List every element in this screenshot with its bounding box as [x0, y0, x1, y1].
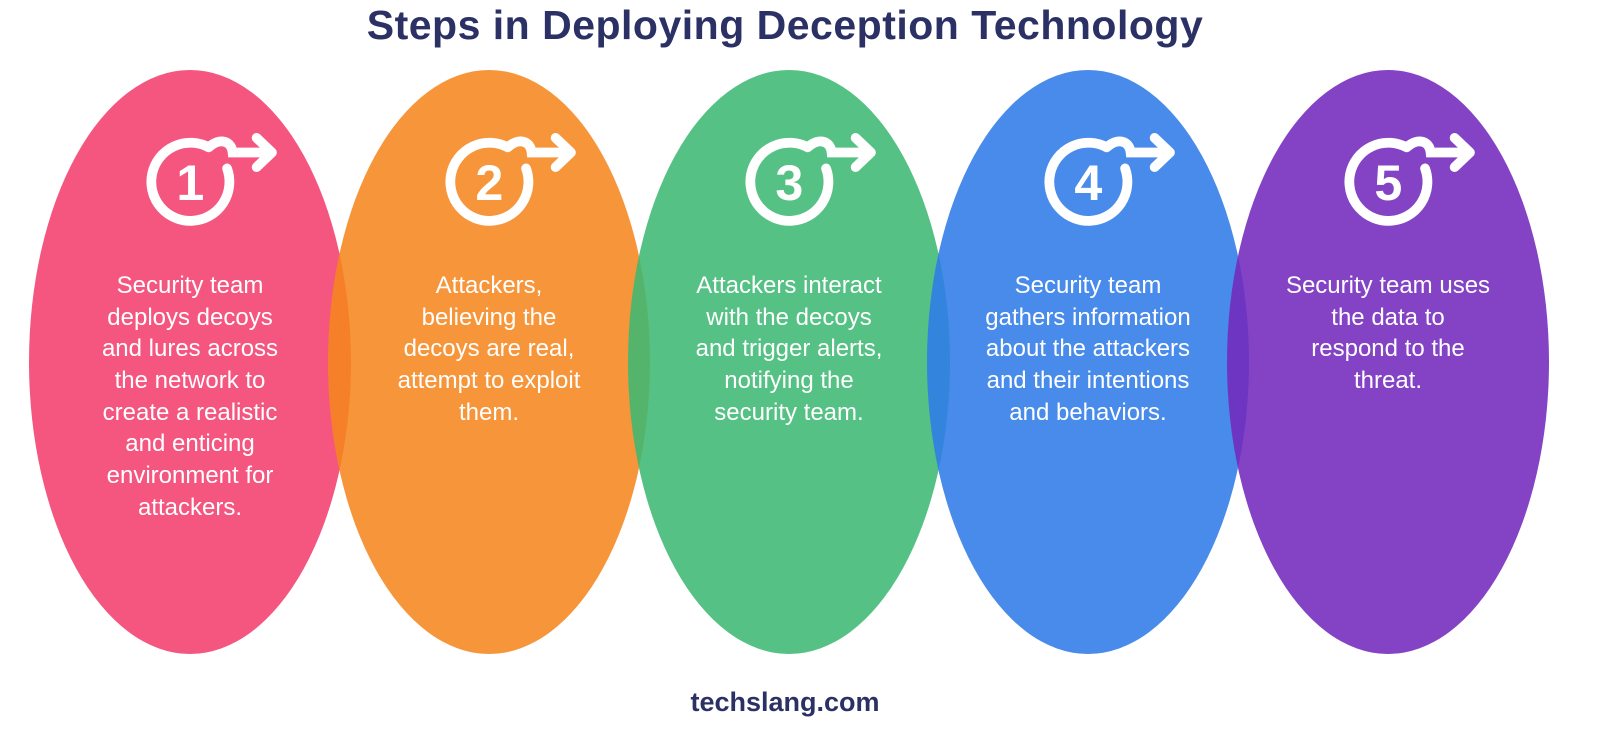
step-number: 5 [1374, 155, 1402, 211]
step-3-description: Attackers interact with the decoys and t… [695, 272, 883, 426]
arrow-head [1149, 132, 1175, 173]
arrow-shaft [803, 136, 871, 158]
step-number: 1 [176, 155, 204, 211]
step-4-description: Security team gathers information about … [985, 272, 1191, 426]
step-2-description: Attackers, believing the decoys are real… [397, 272, 581, 426]
circle-ring [1344, 137, 1433, 226]
circle-ring [1044, 137, 1133, 226]
step-number: 3 [775, 155, 803, 211]
step-1: 1 Security team deploys decoys and lures… [29, 70, 351, 654]
arrow-head [550, 132, 576, 173]
step-number: 4 [1074, 155, 1102, 211]
step-3-number-arrow-icon: 3 [736, 126, 879, 232]
arrow-shaft [503, 136, 571, 158]
arrow-head [1449, 132, 1475, 173]
step-3-ellipse [628, 70, 950, 654]
step-1-ellipse [29, 70, 351, 654]
step-2-ellipse [328, 70, 650, 654]
arrow-shaft [1102, 136, 1170, 158]
step-4: 4 Security team gathers information abou… [927, 70, 1249, 654]
step-4-number-arrow-icon: 4 [1035, 126, 1178, 232]
arrow-shaft [1402, 136, 1470, 158]
step-2: 2 Attackers, believing the decoys are re… [328, 70, 650, 654]
source-attribution: techslang.com [690, 687, 880, 717]
page-title: Steps in Deploying Deception Technology [366, 2, 1204, 48]
step-4-ellipse [927, 70, 1249, 654]
arrow-head [251, 132, 277, 173]
circle-ring [445, 137, 534, 226]
arrow-head [850, 132, 876, 173]
step-2-number-arrow-icon: 2 [436, 126, 579, 232]
circle-ring [146, 137, 235, 226]
step-3: 3 Attackers interact with the decoys and… [628, 70, 950, 654]
step-1-number-arrow-icon: 1 [137, 126, 280, 232]
step-5-ellipse [1227, 70, 1549, 654]
step-5-number-arrow-icon: 5 [1335, 126, 1478, 232]
step-5-description: Security team uses the data to respond t… [1285, 272, 1491, 395]
circle-ring [745, 137, 834, 226]
arrow-shaft [204, 136, 272, 158]
step-number: 2 [475, 155, 503, 211]
step-1-description: Security team deploys decoys and lures a… [101, 272, 279, 521]
step-5: 5 Security team uses the data to respond… [1227, 70, 1549, 654]
